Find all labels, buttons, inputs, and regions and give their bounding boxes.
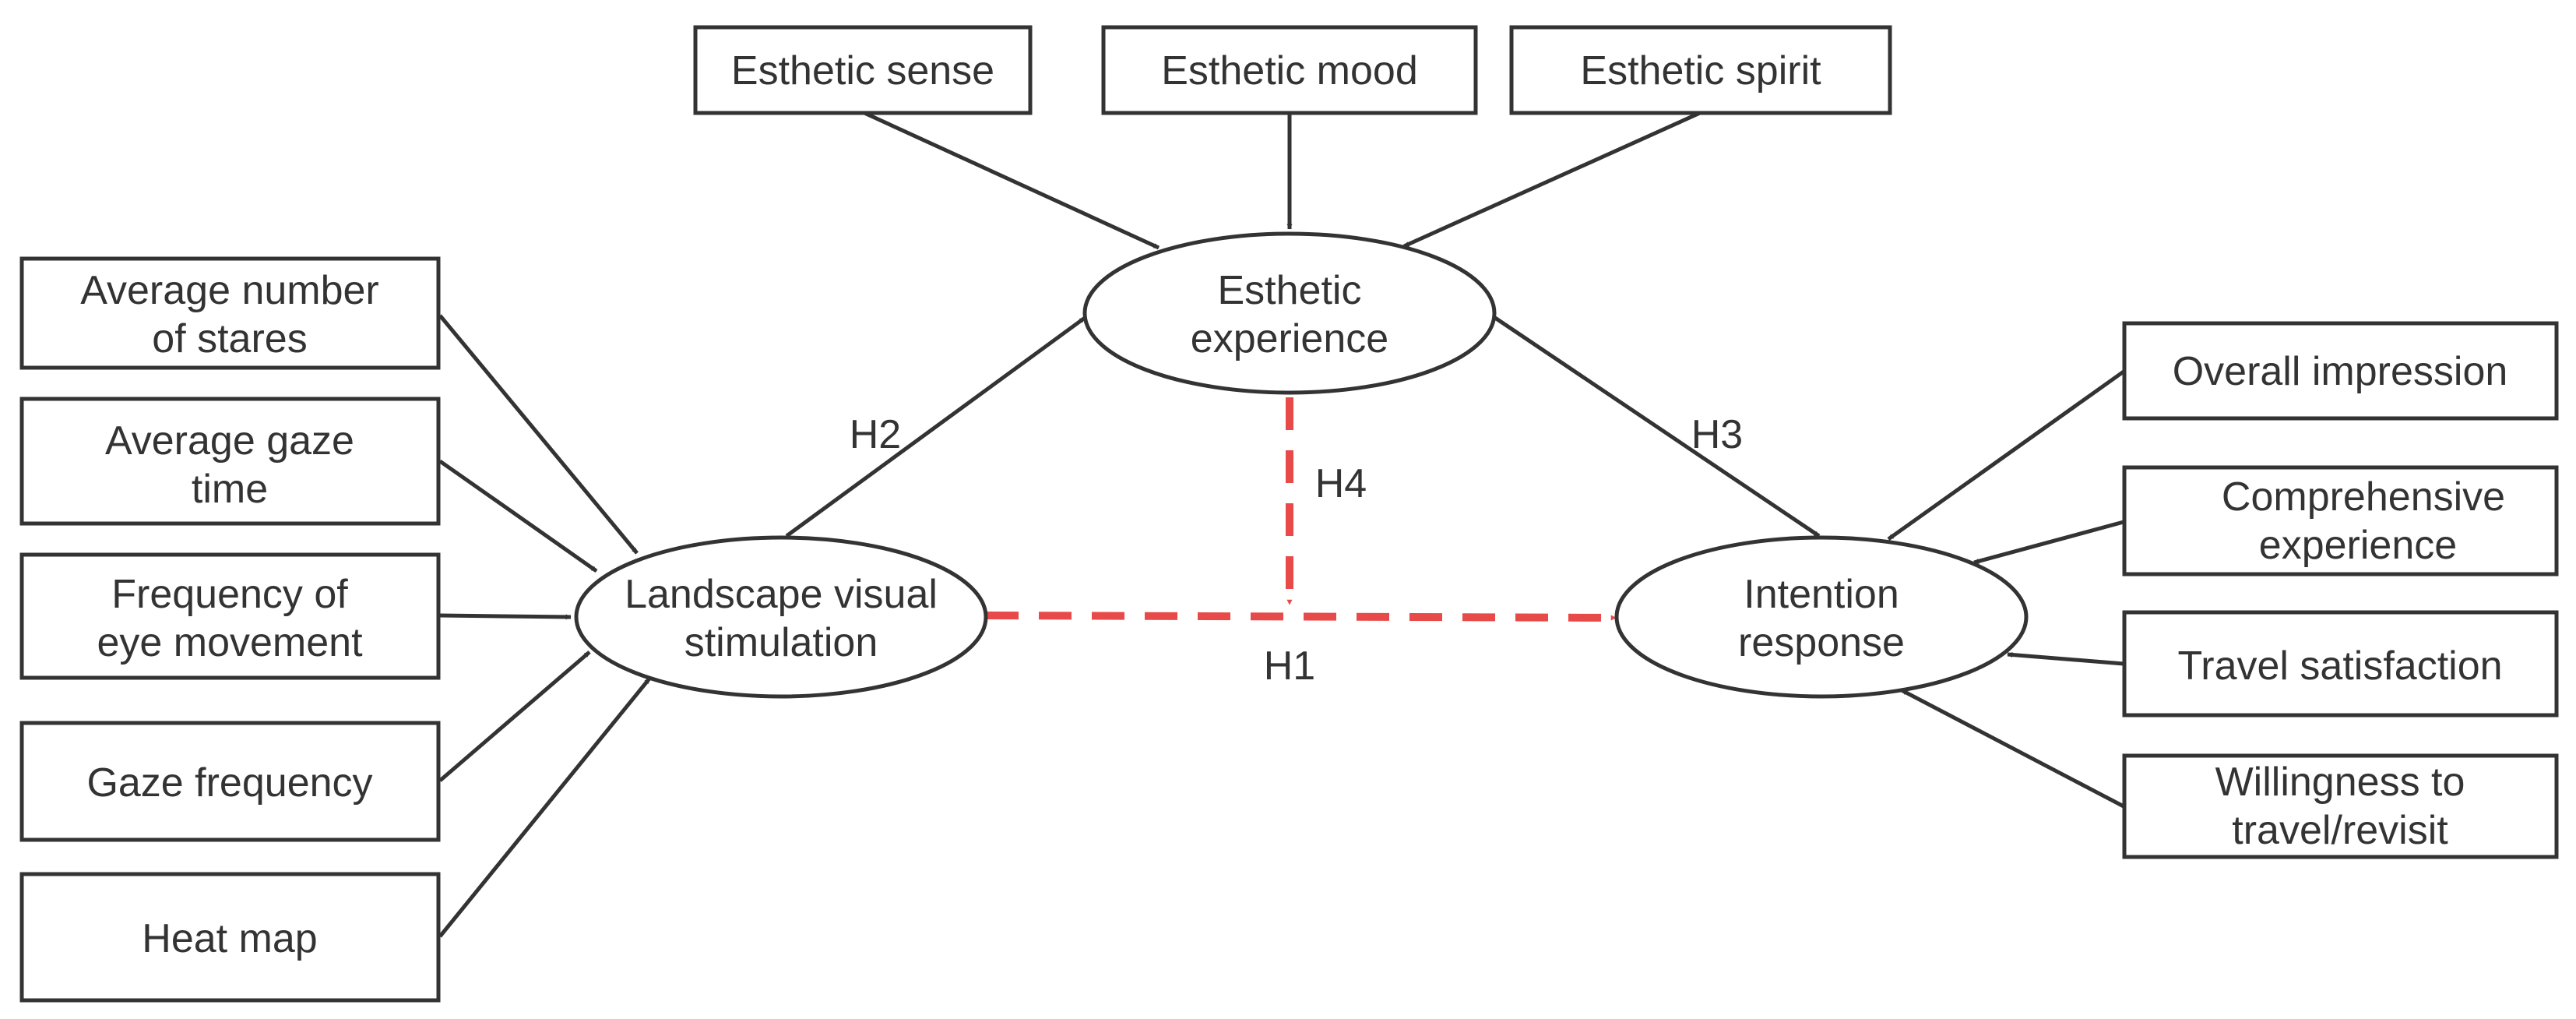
label-h4: H4 xyxy=(1315,461,1367,506)
svg-text:Frequency of: Frequency of xyxy=(111,572,348,617)
arrow-h3-esthetic-to-intention xyxy=(1494,316,1821,538)
svg-text:Intention: Intention xyxy=(1744,572,1899,617)
arrow-willingness-to-intention xyxy=(1900,688,2125,809)
svg-text:response: response xyxy=(1738,620,1905,665)
svg-text:Gaze frequency: Gaze frequency xyxy=(86,760,372,806)
node-overall-impression: Overall impression xyxy=(2122,321,2559,421)
svg-text:of stares: of stares xyxy=(152,316,307,361)
arrow-sense-to-esthetic xyxy=(863,111,1160,250)
svg-text:travel/revisit: travel/revisit xyxy=(2232,808,2448,853)
arrow-comprehensive-to-intention xyxy=(1973,520,2124,565)
construct-esthetic-experience: Esthetic experience xyxy=(1082,231,1497,395)
arrow-gazefreq-to-landscape xyxy=(438,651,591,782)
arrow-spirit-to-esthetic xyxy=(1402,111,1701,249)
svg-text:Travel satisfaction: Travel satisfaction xyxy=(2177,643,2502,689)
svg-text:Heat map: Heat map xyxy=(142,916,317,961)
svg-text:Average number: Average number xyxy=(80,268,379,313)
svg-text:Comprehensive: Comprehensive xyxy=(2222,474,2505,520)
svg-text:Overall impression: Overall impression xyxy=(2173,349,2508,394)
svg-text:Average gaze: Average gaze xyxy=(105,418,354,464)
arrow-eyemove-to-landscape xyxy=(439,613,572,620)
svg-text:Esthetic sense: Esthetic sense xyxy=(731,48,994,93)
node-comprehensive-experience: Comprehensive experience xyxy=(2122,465,2559,576)
label-h1: H1 xyxy=(1264,643,1315,689)
node-willingness-to-travel-revisit: Willingness to travel/revisit xyxy=(2122,753,2559,859)
svg-text:experience: experience xyxy=(2259,523,2457,568)
arrow-heatmap-to-landscape xyxy=(438,677,651,938)
construct-landscape-visual-stimulation: Landscape visual stimulation xyxy=(574,535,988,699)
node-esthetic-sense: Esthetic sense xyxy=(693,25,1033,115)
svg-text:Willingness to: Willingness to xyxy=(2215,760,2465,805)
arrow-impression-to-intention xyxy=(1887,369,2125,541)
node-esthetic-mood: Esthetic mood xyxy=(1101,25,1478,115)
arrow-h2-landscape-to-esthetic xyxy=(785,316,1086,538)
svg-text:eye movement: eye movement xyxy=(97,620,363,665)
node-frequency-of-eye-movement: Frequency of eye movement xyxy=(19,552,441,680)
svg-text:Esthetic: Esthetic xyxy=(1218,268,1362,313)
svg-text:time: time xyxy=(192,467,268,512)
arrow-gazetime-to-landscape xyxy=(438,459,598,573)
label-h3: H3 xyxy=(1691,412,1743,457)
svg-text:Esthetic mood: Esthetic mood xyxy=(1161,48,1418,93)
node-heat-map: Heat map xyxy=(19,872,441,1003)
svg-text:stimulation: stimulation xyxy=(684,620,878,665)
arrow-satisfaction-to-intention xyxy=(2007,652,2124,666)
label-h2: H2 xyxy=(850,412,901,457)
arrow-h1-landscape-to-intention xyxy=(985,612,1617,622)
node-gaze-frequency: Gaze frequency xyxy=(19,721,441,842)
svg-text:experience: experience xyxy=(1191,316,1388,361)
node-travel-satisfaction: Travel satisfaction xyxy=(2122,610,2559,718)
construct-intention-response: Intention response xyxy=(1614,535,2029,699)
svg-text:Esthetic spirit: Esthetic spirit xyxy=(1580,48,1821,93)
node-average-gaze-time: Average gaze time xyxy=(19,397,441,526)
node-esthetic-spirit: Esthetic spirit xyxy=(1509,25,1892,115)
arrow-stares-to-landscape xyxy=(438,314,639,555)
node-average-number-of-stares: Average number of stares xyxy=(19,256,441,370)
connectors xyxy=(438,111,2125,938)
svg-text:Landscape visual: Landscape visual xyxy=(625,572,938,617)
